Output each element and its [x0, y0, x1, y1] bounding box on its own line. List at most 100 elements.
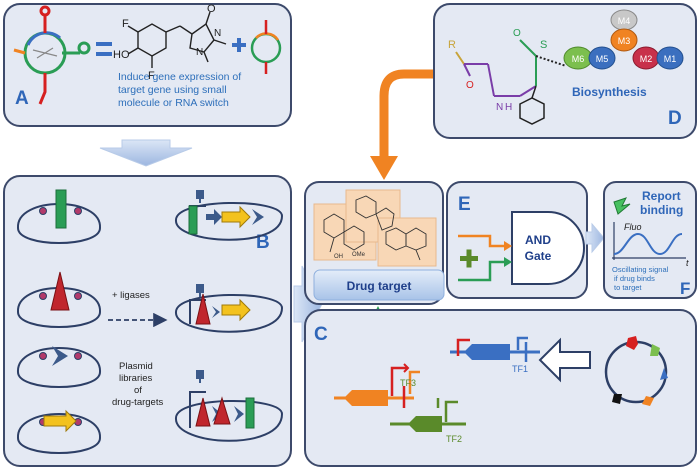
module-label-m2: M2	[640, 54, 653, 64]
part-black	[612, 394, 622, 404]
panel-a-caption-3: molecule or RNA switch	[118, 97, 229, 109]
panel-d: D Biosynthesis R O N H S O	[433, 3, 697, 139]
panel-f: Report binding Fluo t Oscillating signal…	[603, 181, 697, 299]
library-label-2: libraries	[119, 373, 153, 384]
tf2-promoter	[444, 400, 458, 422]
plasmid-1	[16, 189, 102, 244]
panel-b: B + ligases Plasmid	[3, 175, 292, 467]
panel-f-letter: F	[680, 279, 690, 298]
oxygen-label-1: O	[466, 80, 474, 91]
chem-n2: N	[196, 47, 203, 58]
input-green	[458, 260, 506, 282]
panel-f-desc-2: if drug binds	[614, 274, 655, 283]
molecule-oh-label: OH	[334, 254, 343, 260]
module-label-m6: M6	[572, 54, 585, 64]
tf1-label: TF1	[512, 364, 528, 374]
promoter-icon-3	[189, 391, 206, 428]
drug-target-label: Drug target	[347, 279, 412, 293]
pks-modules	[563, 9, 684, 70]
assembled-plasmid-1	[174, 190, 284, 241]
promoter-icon-2	[189, 299, 206, 324]
tf1-promoter-red	[456, 338, 470, 356]
library-label-1: Plasmid	[119, 361, 153, 372]
and-gate-shape	[511, 211, 585, 285]
tf3-gene	[344, 390, 388, 406]
gate-label-2: Gate	[525, 249, 552, 263]
part-blue	[660, 368, 668, 380]
gene-chevron-blue	[52, 346, 68, 366]
panel-c-frame	[304, 309, 697, 467]
small-molecule-structure	[127, 11, 227, 68]
panel-f-title-2: binding	[640, 203, 683, 217]
arrow-a-to-b	[99, 139, 193, 167]
tf1-gene	[464, 344, 510, 360]
panel-c: C TF3 TF2 TF1	[304, 309, 697, 467]
panel-d-title: Biosynthesis	[572, 85, 647, 99]
panel-f-desc-1: Oscillating signal	[612, 265, 669, 274]
panel-a-caption-2: target gene using small	[118, 84, 227, 96]
t-label: t	[686, 258, 689, 268]
panel-c-letter: C	[314, 324, 328, 345]
module-label-m4: M4	[618, 16, 631, 26]
tf3-label: TF3	[400, 378, 416, 388]
sulfur-label: S	[540, 39, 547, 51]
module-label-m1: M1	[664, 54, 677, 64]
module-label-m5: M5	[596, 54, 609, 64]
hollow-arrow-icon	[538, 337, 591, 383]
chem-f1: F	[122, 18, 129, 30]
panel-a-letter: A	[15, 88, 29, 109]
chem-n1: N	[214, 28, 221, 39]
part-orange	[642, 396, 654, 406]
r-group-label: R	[448, 39, 456, 51]
gate-label-1: AND	[525, 233, 551, 247]
assembled-plasmid-3	[174, 370, 284, 442]
tf2-gene	[408, 416, 442, 432]
plasmid-2	[16, 271, 102, 328]
panel-f-title-1: Report	[642, 189, 681, 203]
library-label-4: drug-targets	[112, 397, 163, 408]
molecule-card-3	[377, 217, 437, 267]
panel-a-caption-1: Induce gene expression of	[118, 71, 241, 83]
panel-f-desc-3: to target	[614, 283, 642, 292]
arrow-d-to-center	[379, 69, 466, 160]
panel-b-frame	[3, 175, 292, 467]
module-m3	[610, 28, 638, 52]
chem-f2: F	[148, 70, 155, 82]
chem-oh: HO	[113, 49, 130, 61]
oxygen-label-2: O	[513, 28, 521, 39]
module-label-m3: M3	[618, 36, 631, 46]
gene-arrow-yellow	[43, 409, 77, 433]
panel-f-frame	[603, 181, 697, 299]
arrow-e-to-f	[585, 222, 605, 254]
input-orange	[458, 234, 506, 248]
plus-icon	[232, 38, 246, 52]
gene-triangle-red	[50, 271, 70, 311]
fluo-label: Fluo	[624, 222, 642, 232]
drug-target-box	[313, 269, 445, 301]
gene-bar-green	[55, 189, 67, 229]
arrow-d-head	[370, 156, 398, 180]
thioester-chain	[455, 39, 567, 125]
panel-d-frame	[433, 3, 697, 139]
hydrogen-label: H	[505, 102, 512, 113]
oscillation-curve	[613, 232, 683, 256]
equals-icon	[96, 42, 112, 56]
panel-a-frame	[3, 3, 292, 127]
plus-icon-green	[460, 249, 478, 268]
assembled-plasmid-2	[174, 284, 284, 333]
panel-e: E AND Gate	[446, 181, 588, 299]
panel-a: F HO F O N N A Induce gene expression of…	[3, 3, 292, 127]
fluorescence-icon	[613, 197, 631, 215]
chem-o: O	[207, 3, 216, 15]
library-label-3: of	[134, 385, 142, 396]
plasmid-4	[16, 409, 102, 454]
ligases-label: + ligases	[112, 290, 150, 301]
tf3-promoter	[390, 366, 408, 396]
module-m1	[656, 46, 684, 70]
nitrogen-label: N	[496, 102, 503, 113]
inducer-block	[196, 190, 204, 199]
molecule-ome-label: OMe	[352, 252, 366, 258]
riboswitch-icon	[13, 5, 91, 105]
tf2-label: TF2	[446, 434, 462, 444]
